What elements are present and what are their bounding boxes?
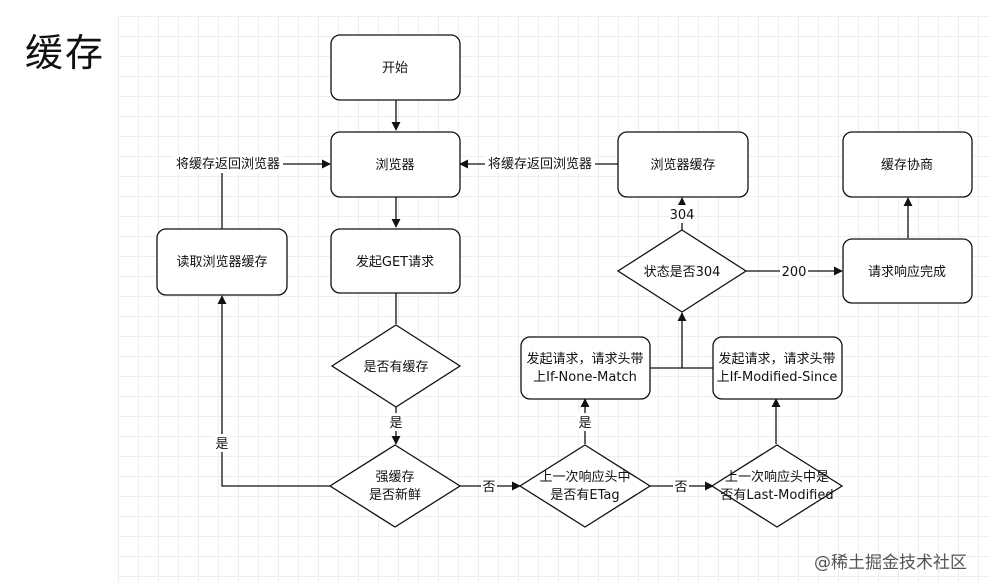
node-has-last-modified: 上一次响应头中是 否有Last-Modified [710, 444, 844, 528]
svg-text:开始: 开始 [382, 61, 408, 76]
label-yes-etag: 是 [578, 416, 591, 431]
node-has-cache: 是否有缓存 [330, 324, 462, 408]
edge-strong-to-read-cache [217, 295, 330, 487]
svg-text:上一次响应头中是: 上一次响应头中是 [725, 469, 829, 485]
svg-text:发起请求，请求头带: 发起请求，请求头带 [526, 351, 643, 367]
edge-read-cache-to-browser [221, 159, 331, 229]
node-strong-cache-fresh: 强缓存 是否新鲜 [328, 444, 462, 528]
label-yes-fresh: 是 [215, 437, 228, 452]
svg-text:是否有缓存: 是否有缓存 [363, 360, 428, 375]
node-read-cache: 读取浏览器缓存 [156, 228, 288, 296]
svg-text:浏览器: 浏览器 [375, 157, 414, 173]
svg-text:上一次响应头中: 上一次响应头中 [539, 469, 630, 485]
svg-text:否有Last-Modified: 否有Last-Modified [720, 488, 833, 503]
node-get-request: 发起GET请求 [330, 228, 461, 294]
label-200: 200 [782, 265, 807, 280]
svg-text:是否有ETag: 是否有ETag [550, 488, 619, 503]
svg-text:上If-None-Match: 上If-None-Match [533, 370, 637, 385]
node-browser: 浏览器 [330, 131, 461, 198]
svg-text:是否新鲜: 是否新鲜 [369, 487, 421, 503]
svg-text:读取浏览器缓存: 读取浏览器缓存 [176, 254, 267, 270]
svg-text:浏览器缓存: 浏览器缓存 [650, 157, 715, 173]
svg-text:状态是否304: 状态是否304 [644, 265, 721, 280]
node-browser-cache: 浏览器缓存 [617, 131, 749, 198]
svg-text:请求响应完成: 请求响应完成 [868, 264, 946, 280]
svg-text:发起请求，请求头带: 发起请求，请求头带 [718, 351, 835, 367]
svg-text:缓存协商: 缓存协商 [881, 158, 933, 173]
svg-text:上If-Modified-Since: 上If-Modified-Since [717, 370, 838, 385]
node-if-modified-since: 发起请求，请求头带 上If-Modified-Since [712, 336, 843, 400]
node-negotiate: 缓存协商 [842, 131, 973, 198]
page-title: 缓存 [25, 31, 106, 75]
svg-text:强缓存: 强缓存 [375, 470, 414, 485]
label-yes-cache: 是 [389, 416, 402, 431]
edge-labels: 将缓存返回浏览器 将缓存返回浏览器 是 是 否 是 否 304 200 [173, 155, 808, 495]
label-return-left: 将缓存返回浏览器 [176, 156, 280, 172]
label-return-right: 将缓存返回浏览器 [488, 156, 592, 172]
node-if-none-match: 发起请求，请求头带 上If-None-Match [520, 336, 651, 400]
node-start: 开始 [330, 34, 461, 101]
label-no-fresh: 否 [482, 480, 495, 495]
grid-canvas [118, 16, 989, 583]
node-request-complete: 请求响应完成 [842, 238, 973, 304]
svg-text:发起GET请求: 发起GET请求 [356, 254, 434, 270]
label-304: 304 [670, 208, 695, 223]
node-has-etag: 上一次响应头中 是否有ETag [518, 444, 652, 528]
node-status-304: 状态是否304 [616, 229, 748, 313]
watermark: @稀土掘金技术社区 [814, 553, 967, 573]
label-no-etag: 否 [674, 480, 687, 495]
